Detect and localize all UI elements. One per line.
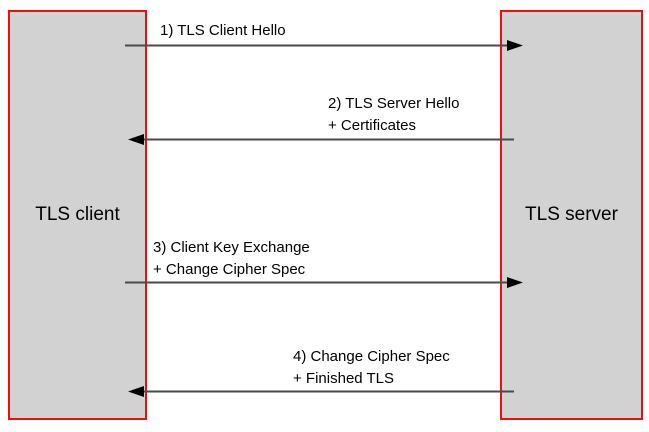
message-4-line-1: 4) Change Cipher Spec — [293, 348, 450, 365]
message-4-label: 4) Change Cipher Spec + Finished TLS — [293, 346, 450, 390]
tls-client-box: TLS client — [8, 10, 147, 420]
message-1-line-1: 1) TLS Client Hello — [160, 22, 286, 39]
tls-server-label: TLS server — [525, 204, 618, 225]
message-3-line-2: + Change Cipher Spec — [153, 261, 306, 278]
message-2-line-2: + Certificates — [328, 117, 416, 134]
tls-client-label: TLS client — [35, 204, 120, 225]
message-3-line-1: 3) Client Key Exchange — [153, 239, 310, 256]
message-2-label: 2) TLS Server Hello + Certificates — [328, 93, 459, 137]
tls-server-box: TLS server — [500, 10, 643, 420]
message-4-line-2: + Finished TLS — [293, 370, 395, 387]
message-2-line-1: 2) TLS Server Hello — [328, 95, 460, 112]
message-1-label: 1) TLS Client Hello — [160, 20, 286, 42]
message-3-label: 3) Client Key Exchange + Change Cipher S… — [153, 237, 310, 281]
